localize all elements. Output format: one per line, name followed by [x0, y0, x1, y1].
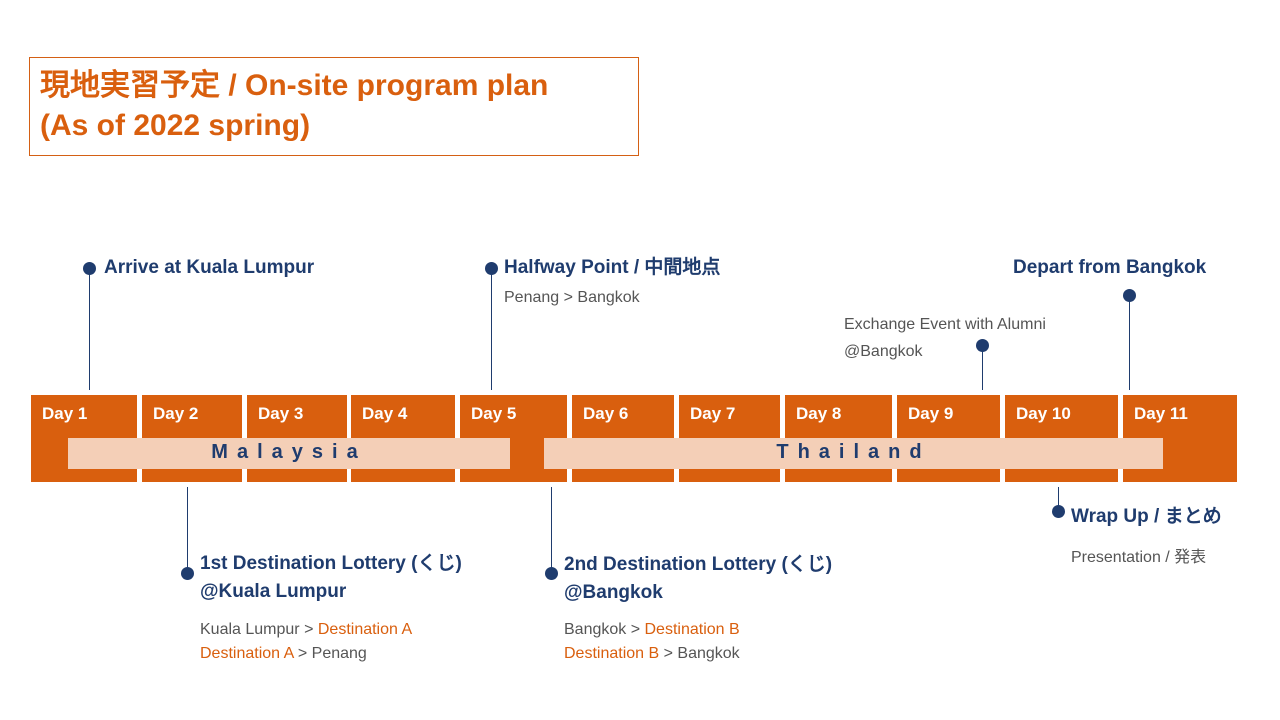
lottery1-connector	[187, 487, 188, 573]
arrive-title: Arrive at Kuala Lumpur	[104, 257, 315, 278]
day-label-4: Day 4	[362, 404, 408, 423]
lottery2-route-1: Bangkok > Destination B	[564, 618, 740, 642]
depart-dot	[1123, 289, 1136, 302]
day-label-8: Day 8	[796, 404, 842, 423]
halfway-connector	[491, 268, 492, 390]
malaysia-label: Malaysia	[211, 441, 367, 463]
exchange-connector	[982, 345, 983, 390]
lottery2-route-2-from: Destination B	[564, 645, 660, 662]
lottery1-route-1-from: Kuala Lumpur >	[200, 621, 318, 638]
lottery1-route-1: Kuala Lumpur > Destination A	[200, 618, 412, 642]
day-label-1: Day 1	[42, 404, 88, 423]
day-label-9: Day 9	[908, 404, 954, 423]
halfway-title: Halfway Point / 中間地点	[504, 257, 721, 278]
day-label-6: Day 6	[583, 404, 629, 423]
thailand-label: Thailand	[776, 441, 931, 463]
lottery2-title-2: @Bangkok	[564, 582, 663, 603]
wrapup-dot	[1052, 505, 1065, 518]
halfway-route: Penang > Bangkok	[504, 289, 640, 306]
exchange-line-2: @Bangkok	[844, 343, 923, 360]
depart-connector	[1129, 295, 1130, 390]
lottery2-route-1-to: Destination B	[644, 621, 740, 638]
lottery1-dot	[181, 567, 194, 580]
lottery1-route-2-from: Destination A	[200, 645, 294, 662]
halfway-dot	[485, 262, 498, 275]
arrive-connector	[89, 268, 90, 390]
wrapup-sub: Presentation / 発表	[1071, 549, 1207, 566]
arrive-dot	[83, 262, 96, 275]
lottery1-title-1: 1st Destination Lottery (くじ)	[200, 553, 462, 574]
malaysia-band	[68, 438, 510, 469]
wrapup-title: Wrap Up / まとめ	[1071, 506, 1222, 527]
day-label-11: Day 11	[1134, 404, 1188, 423]
day-label-7: Day 7	[690, 404, 736, 423]
depart-title: Depart from Bangkok	[1013, 257, 1207, 278]
title-line-2: (As of 2022 spring)	[40, 109, 311, 142]
lottery2-title-1: 2nd Destination Lottery (くじ)	[564, 554, 833, 575]
day-label-2: Day 2	[153, 404, 199, 423]
day-label-5: Day 5	[471, 404, 517, 423]
lottery2-dot	[545, 567, 558, 580]
lottery1-route-2: Destination A > Penang	[200, 642, 367, 666]
lottery1-route-2-to: > Penang	[293, 645, 367, 662]
lottery1-title-2: @Kuala Lumpur	[200, 581, 347, 602]
day-label-10: Day 10	[1016, 404, 1071, 423]
title-box: 現地実習予定 / On-site program plan (As of 202…	[29, 57, 639, 156]
thailand-band	[544, 438, 1163, 469]
day-label-3: Day 3	[258, 404, 304, 423]
exchange-dot	[976, 339, 989, 352]
lottery2-connector	[551, 487, 552, 573]
lottery2-route-2-to: > Bangkok	[659, 645, 740, 662]
title-line-1: 現地実習予定 / On-site program plan	[40, 69, 549, 102]
exchange-line-1: Exchange Event with Alumni	[844, 316, 1046, 333]
lottery1-route-1-to: Destination A	[317, 621, 413, 638]
lottery2-route-1-from: Bangkok >	[564, 621, 645, 638]
lottery2-route-2: Destination B > Bangkok	[564, 642, 740, 666]
wrapup-connector	[1058, 487, 1059, 511]
